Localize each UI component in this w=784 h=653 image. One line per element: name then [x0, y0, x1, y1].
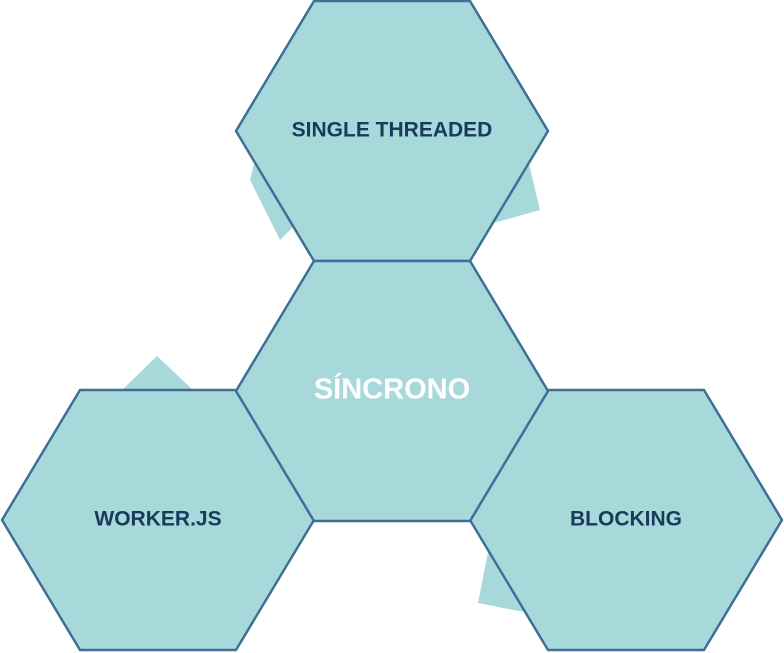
decorative-tab-left	[122, 356, 193, 390]
hex-node-center: SÍNCRONO	[234, 259, 550, 523]
hex-label-center: SÍNCRONO	[314, 372, 470, 406]
hex-label-right: BLOCKING	[570, 508, 682, 531]
decorative-tab-top-left	[250, 160, 295, 240]
hex-label-left: WORKER.JS	[94, 508, 221, 531]
hex-label-top: SINGLE THREADED	[292, 119, 493, 142]
decorative-tab-right-bottom	[478, 552, 524, 612]
hexagon-center	[234, 259, 550, 523]
